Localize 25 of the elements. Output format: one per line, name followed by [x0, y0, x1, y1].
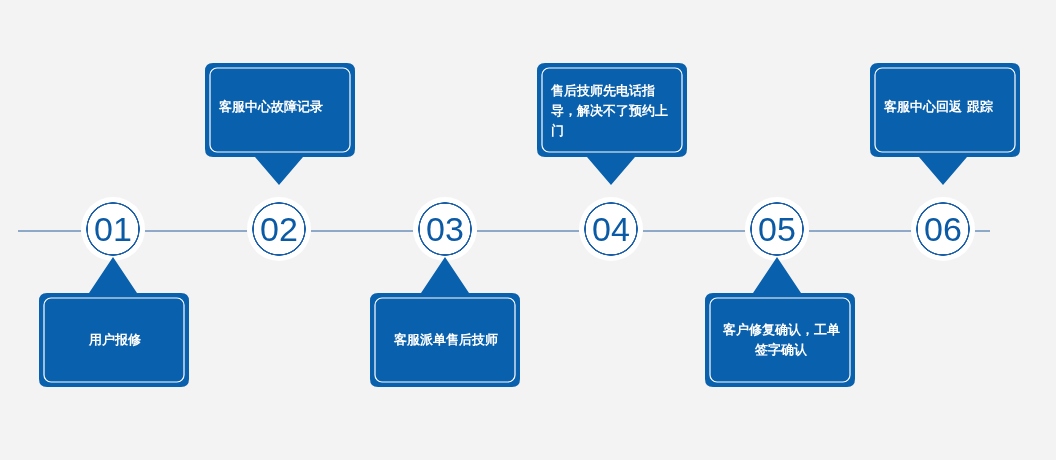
step-number: 05: [758, 212, 796, 246]
callout-text: 客服派单售后技师: [393, 331, 499, 349]
callout-box: [205, 63, 355, 185]
timeline-line: [808, 230, 912, 232]
step-number: 02: [260, 212, 298, 246]
callout-text: 客服中心故障记录: [219, 98, 324, 116]
callout-box: [370, 257, 520, 387]
step-number: 06: [924, 212, 962, 246]
callout-text: 售后技师先电话指导，解决不了预约上门: [551, 82, 669, 140]
timeline-line: [310, 230, 414, 232]
timeline-line: [17, 230, 82, 232]
timeline-line: [974, 230, 991, 232]
callout-text: 用户报修: [88, 331, 142, 349]
step-number: 03: [426, 212, 464, 246]
callout-text: 客服中心回返 跟踪: [884, 98, 994, 116]
timeline-line: [642, 230, 746, 232]
callout-box: [870, 63, 1020, 185]
callout-box: [39, 257, 189, 387]
step-number: 04: [592, 212, 630, 246]
callout-text: 客户修复确认，工单签字确认: [721, 321, 841, 359]
callout-box: [537, 63, 687, 185]
timeline-line: [476, 230, 580, 232]
callout-box: [705, 257, 855, 387]
timeline-line: [144, 230, 248, 232]
step-number: 01: [94, 212, 132, 246]
